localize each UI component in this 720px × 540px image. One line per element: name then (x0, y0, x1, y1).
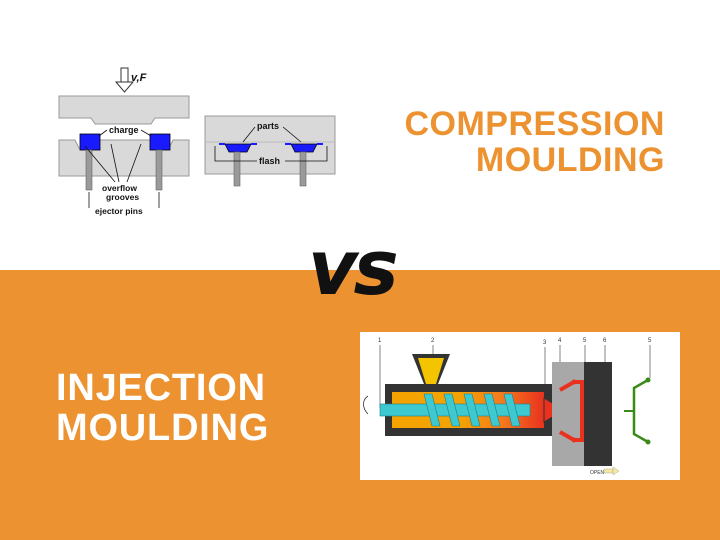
force-label: v,F (131, 72, 147, 84)
overflow-label: overflow (102, 183, 137, 193)
rotation-arrow-icon (363, 395, 369, 415)
vs-label: vs (308, 223, 399, 312)
injection-title-line2: MOULDING (56, 407, 270, 449)
callout-1: 1 (378, 338, 382, 344)
open-label: OPEN (590, 470, 605, 476)
callout-6: 6 (603, 338, 607, 344)
molded-part (559, 380, 584, 442)
injection-title: INJECTION MOULDING (56, 368, 269, 448)
callout-3: 3 (543, 340, 547, 346)
hopper-pellets (418, 358, 444, 384)
force-arrow-icon (114, 67, 135, 93)
callout-5: 5 (583, 338, 587, 344)
injection-moulding-diagram: 1 2 3 4 5 6 5 (360, 332, 680, 480)
callout-2: 2 (431, 338, 435, 344)
grooves-label: grooves (106, 192, 139, 202)
callout-5b: 5 (648, 338, 652, 344)
compression-moulding-diagram: v,F charge overflow grooves ejector pins… (58, 67, 336, 216)
moving-platen (584, 362, 612, 466)
injection-title-line1: INJECTION (56, 367, 266, 409)
parts-label: parts (257, 121, 279, 131)
compression-title-line1: COMPRESSION (404, 105, 665, 143)
ejector-pins-label: ejector pins (95, 206, 143, 216)
top-panel (0, 0, 720, 270)
compression-title-line2: MOULDING (475, 141, 665, 179)
part-left (224, 143, 252, 153)
ejector-pin-right (155, 149, 163, 191)
charge-label: charge (109, 125, 139, 135)
compression-title: COMPRESSION MOULDING (404, 106, 665, 178)
fixed-platen (552, 362, 584, 466)
upper-mold-half (58, 95, 190, 125)
open-arrow-icon (603, 466, 620, 476)
charge-left (79, 133, 101, 151)
screw-flights (423, 393, 521, 427)
flash-label: flash (259, 156, 280, 166)
ejector-pin-left (85, 149, 93, 191)
part-right (290, 143, 318, 153)
callout-4: 4 (558, 338, 562, 344)
charge-right (149, 133, 171, 151)
